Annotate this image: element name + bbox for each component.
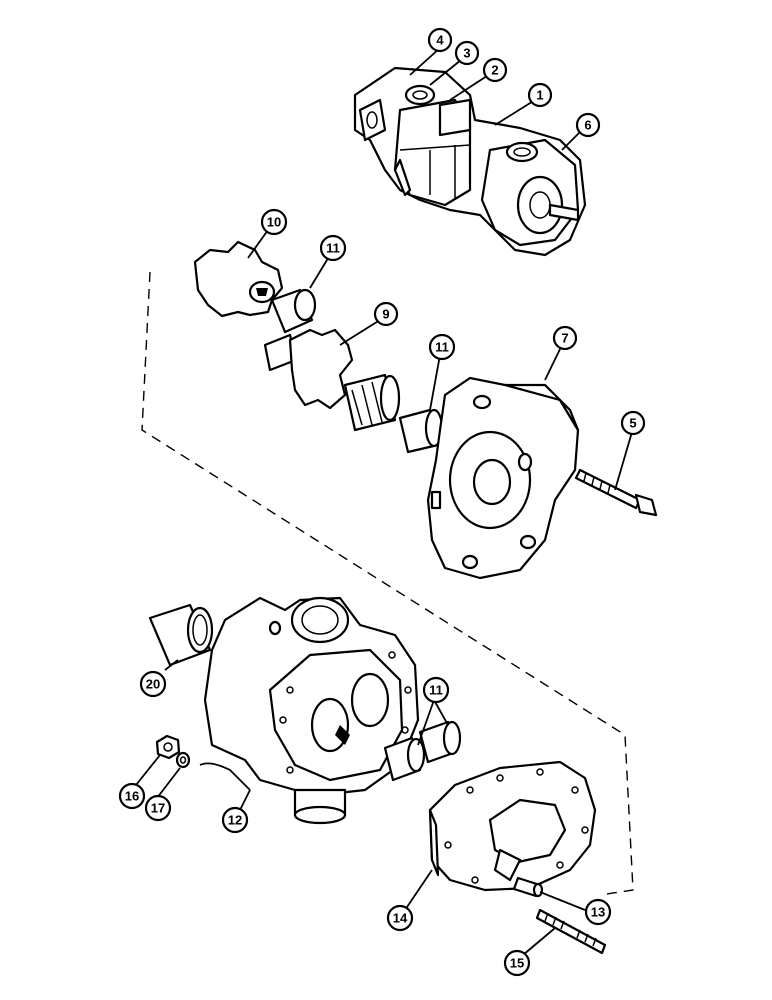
callout-6: 6 (575, 112, 601, 138)
svg-text:3: 3 (463, 46, 470, 61)
pump-housing-12 (203, 596, 420, 825)
callout-11-lower: 11 (422, 676, 450, 704)
drive-gear-shaft-9 (263, 328, 401, 432)
callout-7: 7 (552, 325, 578, 351)
svg-text:17: 17 (151, 801, 165, 816)
svg-text:20: 20 (146, 677, 160, 692)
callout-14: 14 (386, 904, 414, 932)
svg-text:14: 14 (393, 911, 408, 926)
stud-15 (535, 908, 607, 955)
callout-10: 10 (260, 208, 288, 236)
washer-17 (175, 751, 191, 769)
svg-text:16: 16 (125, 789, 139, 804)
nut-16 (155, 734, 181, 760)
leader-lines (135, 47, 633, 956)
svg-text:5: 5 (629, 416, 636, 431)
callout-13: 13 (584, 898, 612, 926)
gear-10 (193, 240, 284, 318)
callout-3: 3 (454, 40, 480, 66)
svg-text:11: 11 (435, 340, 449, 355)
svg-text:11: 11 (326, 241, 340, 256)
svg-text:6: 6 (584, 118, 591, 133)
svg-text:1: 1 (536, 88, 543, 103)
callout-9: 9 (373, 301, 399, 327)
pump-assembly (353, 66, 587, 257)
callout-1: 1 (527, 82, 553, 108)
flange-plate-7 (426, 376, 580, 580)
svg-text:15: 15 (510, 956, 524, 971)
bolt-5 (574, 468, 658, 517)
callout-2: 2 (482, 57, 508, 83)
svg-text:12: 12 (228, 813, 242, 828)
svg-text:10: 10 (267, 215, 281, 230)
bushing-11-upper (270, 288, 317, 334)
bushings-11-lower (383, 720, 462, 782)
callout-12: 12 (221, 806, 249, 834)
svg-text:9: 9 (382, 307, 389, 322)
callout-5: 5 (620, 410, 646, 436)
callout-11-middle: 11 (428, 333, 456, 361)
callout-20: 20 (139, 670, 167, 698)
sleeve-20 (148, 603, 214, 667)
svg-text:13: 13 (591, 905, 605, 920)
bushing-11-middle (398, 408, 444, 454)
pin-13 (512, 876, 544, 898)
callout-15: 15 (503, 949, 531, 977)
svg-text:2: 2 (491, 63, 498, 78)
callout-11-upper: 11 (319, 234, 347, 262)
callout-17: 17 (144, 794, 172, 822)
assembly-boundary (141, 271, 634, 896)
svg-text:7: 7 (561, 331, 568, 346)
gear-body-plate-14 (428, 760, 597, 892)
callout-4: 4 (427, 27, 453, 53)
callout-16: 16 (118, 782, 146, 810)
svg-text:11: 11 (429, 683, 443, 698)
svg-text:4: 4 (436, 33, 444, 48)
